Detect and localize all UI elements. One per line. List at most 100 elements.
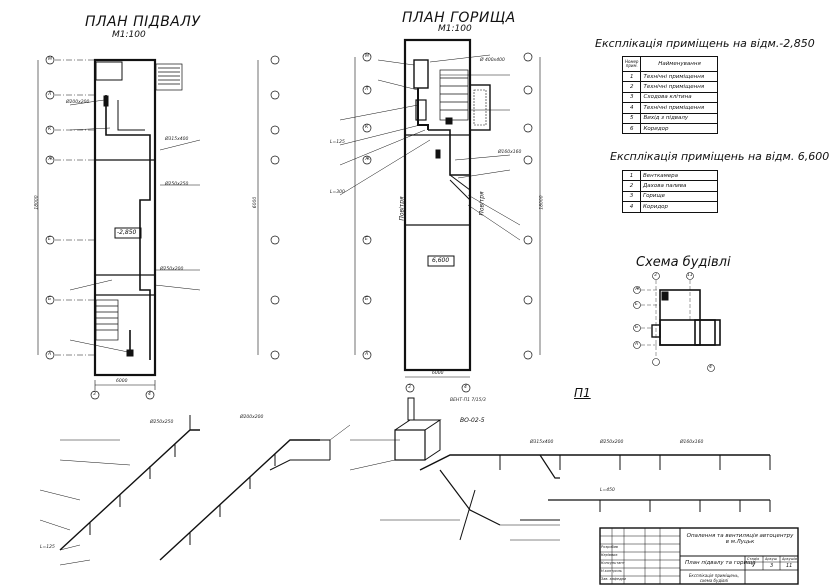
axis-label: М: [48, 57, 52, 62]
axis-number: 4: [464, 385, 467, 390]
duct-label: Ø200x200: [240, 415, 264, 420]
row-name: Вихід з підвалу: [640, 112, 719, 124]
drawing-linework: [37, 38, 799, 585]
axis-label: Л: [365, 87, 369, 92]
building-scheme-title: Схема будівлі: [636, 255, 731, 270]
explication-1-title: Експлікація приміщень на відм.-2,850: [595, 37, 815, 50]
table-header-row: Номер прим. Найменування: [621, 56, 719, 72]
riser-label: Повітря: [398, 196, 406, 221]
duct-label: Ø250x250: [150, 420, 174, 425]
basement-level-mark: -2,850: [117, 229, 137, 236]
duct-label: L=125: [40, 545, 55, 550]
title-block-role: Розробив: [601, 545, 618, 549]
attic-plan: [339, 38, 541, 393]
vent-unit-label: ВЕНТ-П1 7/15/3: [450, 398, 486, 403]
axis-label: Е: [365, 237, 368, 242]
attic-level-mark: 6,600: [432, 257, 450, 264]
attic-plan-scale: М1:100: [438, 24, 472, 34]
axis-label: Б: [365, 297, 369, 302]
row-number: 3: [622, 190, 641, 203]
basement-plan: [37, 55, 280, 400]
duct-label: Ø315x400: [165, 137, 189, 142]
axis-label: Ж: [48, 157, 53, 162]
title-block-role: Зав. кафедри: [601, 577, 626, 581]
basement-plan-scale: М1:100: [112, 30, 146, 40]
riser-label: Повітря: [478, 191, 486, 216]
dimension-label: 18000: [539, 195, 545, 210]
row-number: 2: [621, 81, 642, 93]
duct-label: Ø315x400: [530, 440, 554, 445]
axis-number: 4: [148, 392, 151, 397]
scheme-axis-number: 4: [709, 365, 712, 370]
row-name: Венткамера: [640, 169, 718, 182]
axis-label: Л: [48, 92, 52, 97]
title-block-role: Керівник: [601, 553, 618, 557]
explication-2-title: Експлікація приміщень на відм. 6,600: [610, 150, 829, 163]
duct-label: L=450: [600, 488, 615, 493]
axis-number: 3: [408, 385, 411, 390]
duct-label: Ø250x200: [160, 267, 184, 272]
row-number: 6: [621, 122, 642, 135]
vent-unit-code: ВО-02-5: [460, 417, 485, 424]
row-number: 3: [621, 91, 642, 104]
title-block-role: Консультант: [601, 561, 625, 565]
axis-label: К: [48, 127, 52, 132]
title-block-project: Опалення та вентиляція автоцентру в м.Лу…: [686, 533, 794, 545]
row-number: 2: [622, 180, 641, 192]
axis-number: 3: [93, 392, 96, 397]
axis-label: Е: [48, 237, 51, 242]
row-name: Технічні приміщення: [640, 70, 719, 83]
drawing-sheet: ПЛАН ПІДВАЛУ М1:100 ПЛАН ГОРИЩА М1:100 -…: [34, 10, 829, 585]
dimension-label: 6000: [253, 196, 259, 209]
row-number: 1: [622, 169, 641, 182]
row-number: 1: [621, 70, 642, 83]
header-name: Найменування: [640, 56, 719, 72]
duct-label: Ø250x200: [600, 440, 624, 445]
title-block-col-sheet: Аркуш: [765, 557, 778, 561]
isometric-scheme-p1: [39, 397, 771, 566]
scheme-axis-letter: Ж: [635, 287, 640, 292]
duct-label: Ø160x160: [680, 440, 704, 445]
title-block-role: Н.контроль: [601, 569, 622, 573]
row-name: Технічні приміщення: [640, 102, 719, 114]
duct-label: Ø160x160: [498, 150, 522, 155]
building-scheme-lines: [633, 272, 721, 372]
title-block-sheets-total: 11: [786, 563, 793, 569]
row-name: Горище: [640, 190, 718, 203]
scheme-axis-letter: Е: [635, 302, 638, 307]
axis-label: А: [365, 352, 369, 357]
isometric-title: П1: [574, 386, 591, 400]
title-block-sheet-note: Експлікація приміщень, схема будівлі: [688, 573, 740, 583]
title-block-sheet-no: 3: [770, 563, 774, 569]
dimension-label: 18000: [34, 195, 40, 210]
duct-label: L=300: [330, 190, 345, 195]
axis-label: Ж: [365, 157, 370, 162]
axis-label: Б: [48, 297, 52, 302]
dimension-label: 6000: [116, 379, 128, 384]
title-block-stage: У: [752, 563, 756, 569]
duct-label: Ø250x250: [165, 182, 189, 187]
dimension-label: 6000: [432, 371, 444, 376]
row-name: Дахова палива: [640, 180, 718, 192]
duct-label: Ø 400x400: [480, 58, 505, 63]
row-name: Коридор: [640, 122, 719, 135]
axis-label: К: [365, 125, 369, 130]
axis-label: А: [48, 352, 52, 357]
header-number: Номер прим.: [621, 56, 642, 72]
duct-label: L=125: [330, 140, 345, 145]
scheme-axis-letter: А: [635, 342, 639, 347]
row-number: 4: [621, 102, 642, 114]
title-block-col-sheets: Аркушів: [782, 557, 798, 561]
